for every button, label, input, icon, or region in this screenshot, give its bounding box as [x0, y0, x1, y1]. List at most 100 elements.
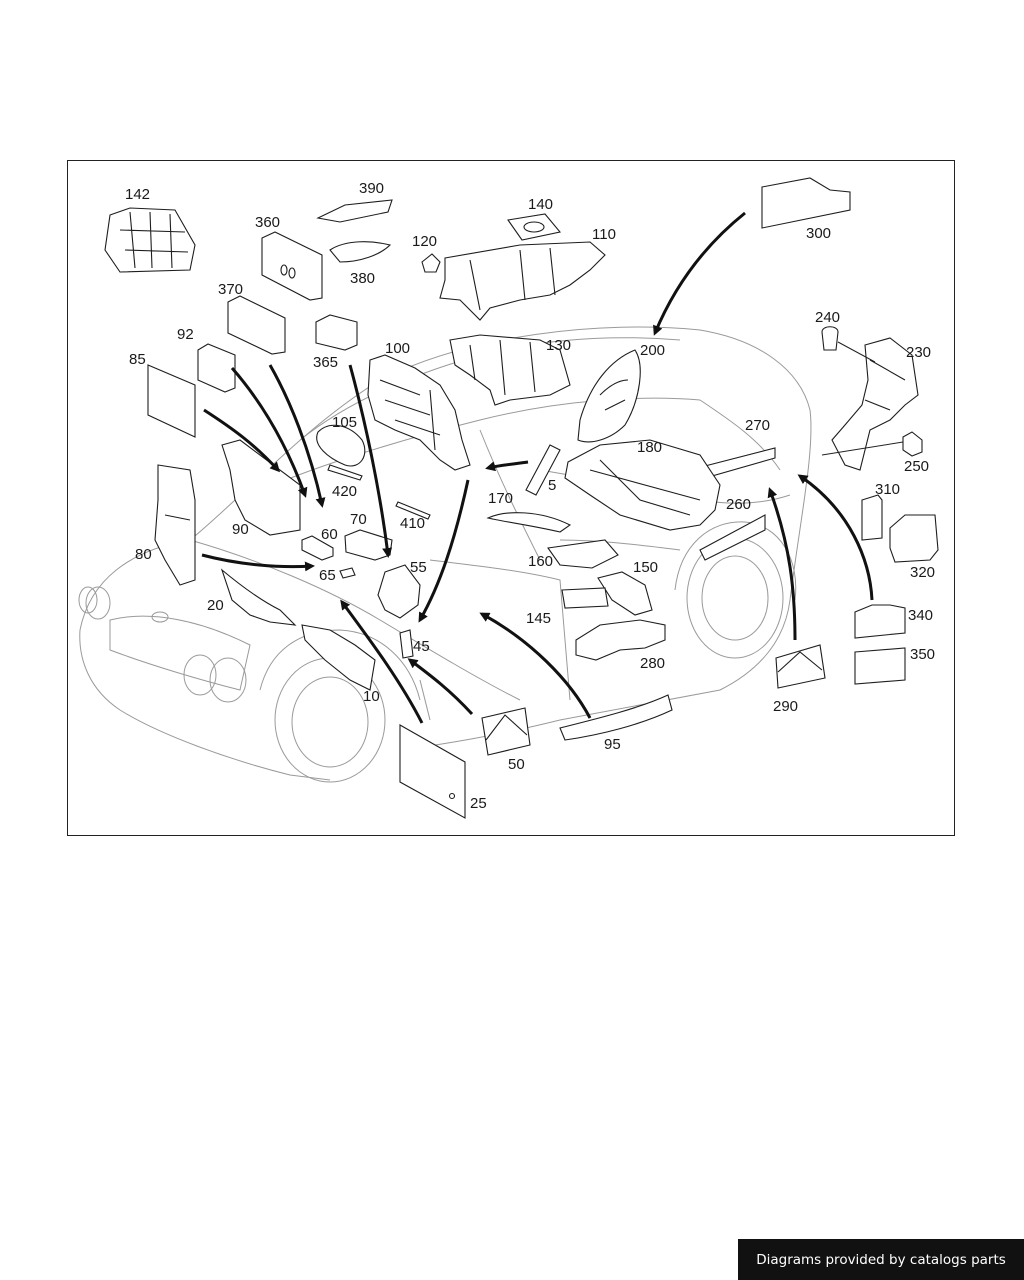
label-260: 260 — [726, 496, 751, 513]
part-50 — [481, 707, 531, 756]
label-142: 142 — [125, 186, 150, 203]
part-55 — [377, 564, 421, 619]
part-410 — [395, 501, 431, 520]
label-390: 390 — [359, 180, 384, 197]
part-45 — [399, 629, 414, 659]
label-170: 170 — [488, 490, 513, 507]
label-105: 105 — [332, 414, 357, 431]
part-290 — [775, 644, 826, 689]
part-130 — [449, 334, 571, 406]
label-350: 350 — [910, 646, 935, 663]
label-25: 25 — [470, 795, 487, 812]
label-420: 420 — [332, 483, 357, 500]
label-320: 320 — [910, 564, 935, 581]
part-170 — [486, 512, 572, 533]
label-80: 80 — [135, 546, 152, 563]
part-310 — [861, 494, 883, 541]
part-365 — [315, 314, 358, 351]
part-95 — [559, 694, 673, 741]
label-365: 365 — [313, 354, 338, 371]
label-140: 140 — [528, 196, 553, 213]
part-140 — [507, 213, 562, 241]
label-300: 300 — [806, 225, 831, 242]
label-55: 55 — [410, 559, 427, 576]
part-320 — [889, 514, 939, 563]
part-230 — [831, 337, 919, 471]
label-370: 370 — [218, 281, 243, 298]
part-90 — [221, 439, 301, 536]
part-150 — [597, 571, 653, 616]
label-410: 410 — [400, 515, 425, 532]
label-120: 120 — [412, 233, 437, 250]
part-420 — [327, 464, 363, 481]
part-270 — [704, 447, 776, 479]
part-85 — [147, 364, 196, 438]
label-250: 250 — [904, 458, 929, 475]
label-92: 92 — [177, 326, 194, 343]
part-200 — [577, 349, 641, 443]
label-280: 280 — [640, 655, 665, 672]
footer-credit-text: Diagrams provided by catalogs parts — [756, 1251, 1006, 1268]
part-160 — [547, 539, 619, 569]
part-65 — [339, 567, 356, 579]
label-360: 360 — [255, 214, 280, 231]
label-100: 100 — [385, 340, 410, 357]
label-310: 310 — [875, 481, 900, 498]
part-80 — [154, 464, 196, 586]
leader-arrows — [201, 211, 874, 724]
label-290: 290 — [773, 698, 798, 715]
part-100 — [367, 354, 471, 471]
label-110: 110 — [592, 226, 616, 243]
part-180 — [564, 439, 721, 531]
part-105 — [316, 424, 366, 467]
part-260 — [699, 514, 766, 561]
label-230: 230 — [906, 344, 931, 361]
part-10 — [301, 624, 376, 691]
label-145: 145 — [526, 610, 551, 627]
label-85: 85 — [129, 351, 146, 368]
part-240 — [821, 326, 839, 351]
label-200: 200 — [640, 342, 665, 359]
part-110 — [439, 241, 606, 321]
label-50: 50 — [508, 756, 525, 773]
part-5 — [525, 444, 561, 496]
part-390 — [316, 199, 393, 223]
part-360 — [261, 231, 323, 301]
label-380: 380 — [350, 270, 375, 287]
label-270: 270 — [745, 417, 770, 434]
label-340: 340 — [908, 607, 933, 624]
label-5: 5 — [548, 477, 556, 494]
part-60 — [301, 535, 334, 561]
label-10: 10 — [363, 688, 380, 705]
part-20 — [220, 568, 297, 626]
part-120 — [421, 253, 441, 273]
footer-credit-badge[interactable]: Diagrams provided by catalogs parts — [738, 1239, 1024, 1280]
part-350 — [854, 647, 906, 685]
part-380 — [329, 241, 392, 263]
label-180: 180 — [637, 439, 662, 456]
label-45: 45 — [413, 638, 430, 655]
part-25 — [399, 724, 466, 819]
part-250 — [902, 431, 923, 457]
label-60: 60 — [321, 526, 338, 543]
label-65: 65 — [319, 567, 336, 584]
label-70: 70 — [350, 511, 367, 528]
label-20: 20 — [207, 597, 224, 614]
part-340 — [854, 604, 906, 639]
part-280 — [575, 619, 666, 661]
leader-line-240 — [837, 341, 876, 363]
label-90: 90 — [232, 521, 249, 538]
callout-labels: 142 390 360 380 140 120 110 300 370 92 3… — [125, 180, 935, 812]
label-95: 95 — [604, 736, 621, 753]
leader-line-250 — [821, 441, 904, 456]
part-370 — [227, 295, 286, 355]
part-142 — [104, 207, 196, 273]
part-300 — [761, 177, 851, 229]
label-150: 150 — [633, 559, 658, 576]
part-145 — [561, 587, 609, 609]
label-130: 130 — [546, 337, 571, 354]
label-160: 160 — [528, 553, 553, 570]
part-92 — [197, 343, 236, 393]
label-240: 240 — [815, 309, 840, 326]
